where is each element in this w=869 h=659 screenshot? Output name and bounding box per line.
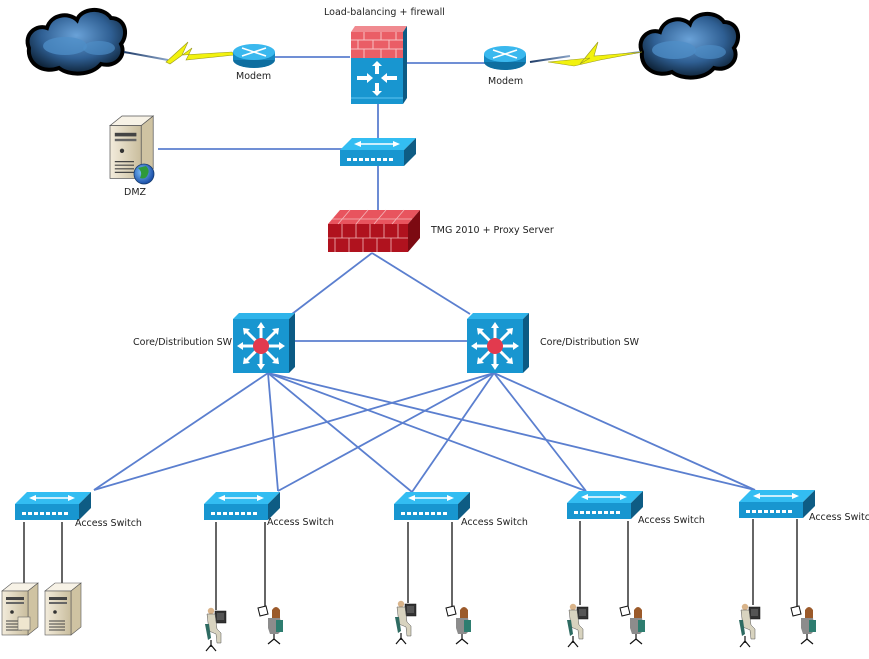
modem-right-label: Modem: [488, 76, 524, 87]
core-switch-right-label: Core/Distribution SW: [540, 337, 640, 348]
dmz-label: DMZ: [124, 187, 147, 198]
core-switch-left-icon[interactable]: [231, 311, 297, 375]
access-switch-2-icon[interactable]: [203, 491, 281, 521]
access-switch-3-icon[interactable]: [393, 491, 471, 521]
dmz-switch-icon[interactable]: [339, 137, 417, 167]
modem-right-icon[interactable]: [483, 45, 527, 71]
access-drops-layer: [23, 519, 798, 610]
access-switch-4-label: Access Switch: [638, 515, 705, 526]
access-switch-3-label: Access Switch: [461, 517, 528, 528]
user-laptop-icon[interactable]: [619, 605, 646, 645]
core-switch-left-label: Core/Distribution SW: [133, 337, 233, 348]
links-layer: [93, 56, 756, 493]
user-desktop-icon[interactable]: [738, 603, 761, 648]
cloud-right-icon: [638, 12, 741, 80]
user-desktop-icon[interactable]: [566, 603, 589, 648]
access-switch-5-label: Access Switch: [809, 512, 869, 523]
modem-left-label: Modem: [236, 71, 272, 82]
access-switch-1-icon[interactable]: [14, 491, 92, 521]
tmg-firewall-label: TMG 2010 + Proxy Server: [431, 225, 554, 236]
link-core-left-to-access-4: [267, 372, 587, 492]
dmz-server-icon[interactable]: [109, 115, 155, 185]
link-core-left-to-access-3: [267, 372, 413, 493]
user-laptop-icon[interactable]: [790, 605, 817, 645]
lb-firewall-label: Load-balancing + firewall: [324, 7, 445, 18]
user-desktop-icon[interactable]: [204, 607, 227, 652]
cloud-left-icon: [25, 8, 128, 76]
tmg-firewall-icon[interactable]: [328, 209, 420, 252]
user-laptop-icon[interactable]: [257, 605, 284, 645]
link-core-left-to-access-2: [267, 372, 279, 492]
server-badge-icon: [17, 616, 31, 631]
user-laptop-icon[interactable]: [445, 605, 472, 645]
link-tmg-to-core-right: [371, 252, 471, 315]
link-core-left-to-access-5: [267, 372, 756, 491]
access-switch-4-icon[interactable]: [566, 490, 644, 520]
link-tmg-to-core-left: [291, 252, 373, 315]
lightning-right-icon: [529, 41, 643, 67]
link-core-left-to-access-1: [93, 372, 269, 491]
link-core-right-to-access-2: [277, 372, 495, 492]
link-core-right-to-access-4: [493, 372, 587, 492]
lightning-left-icon: [123, 41, 235, 65]
link-core-right-to-access-3: [411, 372, 495, 493]
lb-firewall-icon[interactable]: [351, 26, 407, 104]
user-desktop-icon[interactable]: [394, 600, 417, 645]
access-switch-5-icon[interactable]: [738, 489, 816, 519]
access-switch-2-label: Access Switch: [267, 517, 334, 528]
modem-left-icon[interactable]: [232, 43, 276, 69]
link-core-right-to-access-5: [493, 372, 756, 491]
server-icon[interactable]: [44, 582, 82, 636]
access-switch-1-label: Access Switch: [75, 518, 142, 529]
link-core-right-to-access-1: [93, 372, 495, 491]
core-switch-right-icon[interactable]: [465, 311, 531, 375]
